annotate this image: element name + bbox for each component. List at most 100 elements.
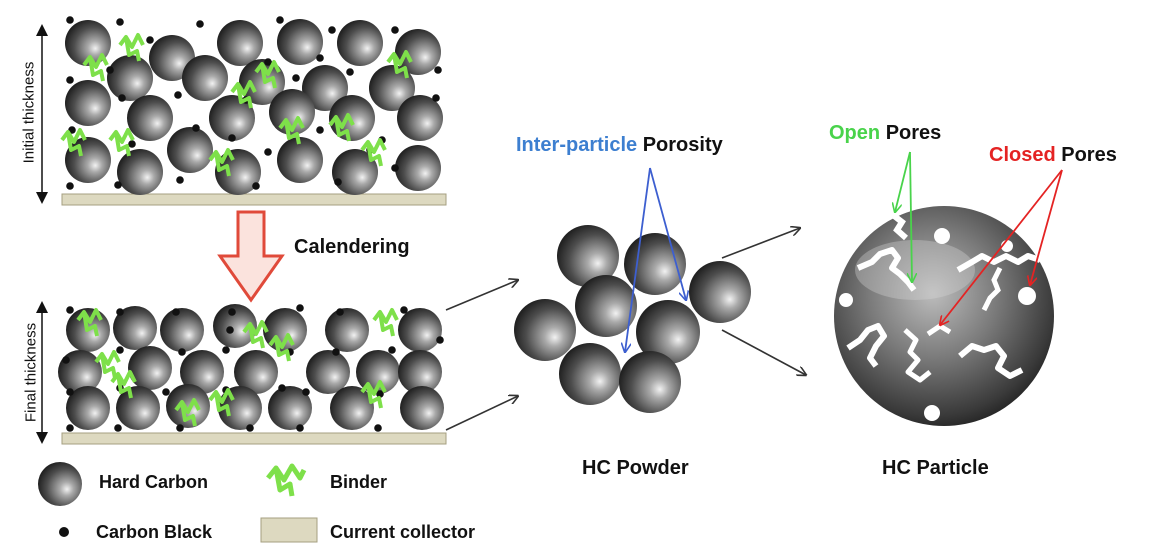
binder-strand	[278, 116, 305, 145]
hc-particle-label: HC Particle	[882, 457, 989, 479]
carbon-black-particle	[332, 348, 340, 356]
hard-carbon-particle	[325, 308, 369, 352]
hard-carbon-particle	[397, 95, 443, 141]
legend-current-collector-icon	[260, 517, 318, 543]
carbon-black-particle	[128, 140, 136, 148]
hard-carbon-particle	[66, 386, 110, 430]
carbon-black-particle	[328, 26, 336, 34]
binder-strand	[208, 148, 235, 177]
pore-channel	[903, 328, 932, 383]
binder-strand	[110, 370, 137, 399]
pore-channel	[956, 253, 1041, 273]
arrow-to-particle-top	[721, 228, 800, 259]
carbon-black-particle	[222, 346, 230, 354]
binder-strand	[76, 308, 103, 337]
binder-strand	[174, 398, 201, 427]
open-pore	[934, 228, 950, 244]
carbon-black-particle	[292, 74, 300, 82]
arrow-to-powder-bottom	[445, 396, 518, 431]
hard-carbon-particle	[337, 20, 383, 66]
carbon-black-particle	[296, 424, 304, 432]
carbon-black-particle	[66, 388, 74, 396]
carbon-black-particle	[316, 54, 324, 62]
carbon-black-particle	[388, 346, 396, 354]
carbon-black-particle	[66, 16, 74, 24]
hard-carbon-particle	[239, 59, 285, 105]
binder-strand	[360, 138, 387, 167]
open-word: Open	[829, 122, 881, 144]
porosity-arrows	[625, 167, 686, 352]
porosity-word: Porosity	[642, 134, 723, 156]
binder-strand	[328, 113, 355, 142]
hard-carbon-particle	[398, 350, 442, 394]
carbon-black-particle	[276, 16, 284, 24]
carbon-black-particle	[118, 94, 126, 102]
hard-carbon-particle	[167, 127, 213, 173]
initial-thickness-label: Initial thickness	[20, 61, 38, 164]
hard-carbon-particle	[395, 29, 441, 75]
carbon-black-particle	[376, 390, 384, 398]
carbon-black-particle	[316, 126, 324, 134]
carbon-black-particle	[334, 178, 342, 186]
carbon-black-particle	[228, 308, 236, 316]
hc-powder-cluster	[514, 225, 751, 413]
carbon-black-particle	[434, 66, 442, 74]
hc-powder-particle	[514, 299, 576, 361]
closed-pores-arrows	[940, 169, 1063, 325]
carbon-black-particle	[374, 424, 382, 432]
hard-carbon-particle	[166, 384, 210, 428]
carbon-black-particle	[178, 348, 186, 356]
hard-carbon-particle	[330, 386, 374, 430]
hard-carbon-particle	[65, 80, 111, 126]
calendering-arrow	[217, 210, 285, 303]
binder-strand	[82, 53, 109, 82]
pore-channel	[958, 343, 1024, 379]
carbon-black-particle	[66, 424, 74, 432]
hard-carbon-particle	[302, 65, 348, 111]
hard-carbon-particle	[369, 65, 415, 111]
carbon-black-particle	[228, 134, 236, 142]
carbon-black-particle	[66, 182, 74, 190]
hard-carbon-particle	[218, 386, 262, 430]
legend-carbon-black-icon	[59, 527, 69, 537]
carbon-black-particle	[62, 356, 70, 364]
carbon-black-particle	[146, 36, 154, 44]
carbon-black-particle	[252, 182, 260, 190]
carbon-black-particle	[264, 148, 272, 156]
carbon-black-particle	[226, 326, 234, 334]
hc-particle	[834, 206, 1054, 426]
hc-powder-particle	[559, 343, 621, 405]
hard-carbon-particle	[398, 308, 442, 352]
hard-carbon-particle	[400, 386, 444, 430]
binder-strand	[230, 80, 257, 109]
open-pores-arrows	[895, 151, 912, 282]
binder-strand	[386, 50, 413, 79]
carbon-black-particle	[114, 181, 122, 189]
binder-strand	[242, 320, 269, 349]
hard-carbon-particle	[149, 35, 195, 81]
hc-powder-particle	[689, 261, 751, 323]
arrow-to-particle-bottom	[721, 329, 806, 375]
closed-pores-label: Closed Pores	[989, 144, 1117, 167]
carbon-black-particle	[296, 304, 304, 312]
inter-particle-porosity-label: Inter-particle Porosity	[516, 134, 723, 157]
carbon-black-particle	[436, 336, 444, 344]
binder-strand	[208, 388, 235, 417]
legend	[38, 462, 318, 543]
hard-carbon-particle	[160, 308, 204, 352]
hard-carbon-particle	[306, 350, 350, 394]
binder-strand	[254, 60, 281, 89]
hard-carbon-particle	[113, 306, 157, 350]
carbon-black-particle	[162, 388, 170, 396]
hard-carbon-particle	[277, 137, 323, 183]
hard-carbon-particle	[329, 95, 375, 141]
carbon-black-particle	[116, 346, 124, 354]
carbon-black-particle	[336, 308, 344, 316]
current-collector-initial	[61, 193, 447, 206]
hard-carbon-particle	[209, 95, 255, 141]
hard-carbon-particle	[332, 149, 378, 195]
hard-carbon-particle	[116, 386, 160, 430]
binder-strand	[268, 333, 295, 362]
legend-binder-icon	[266, 463, 307, 497]
